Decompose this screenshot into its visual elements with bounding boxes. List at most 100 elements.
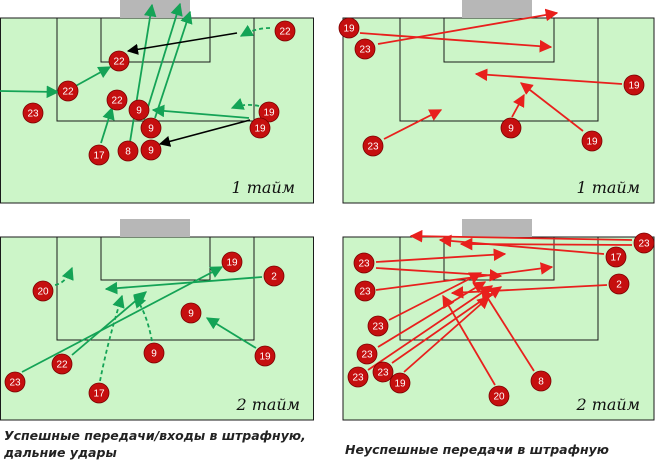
player-circle bbox=[51, 353, 73, 375]
player-marker: 23 bbox=[347, 366, 369, 388]
arrows-bottom-right bbox=[367, 229, 633, 386]
player-circle bbox=[274, 20, 296, 42]
unsuccessful-pass-arrow bbox=[377, 8, 559, 45]
player-number: 19 bbox=[226, 258, 238, 269]
unsuccessful-pass-arrow bbox=[367, 285, 494, 371]
shot-arrow bbox=[126, 32, 238, 55]
unsuccessful-pass-arrow bbox=[375, 248, 507, 263]
caption-line: Успешные передачи/входы в штрафную, bbox=[4, 428, 306, 443]
player-number: 19 bbox=[628, 81, 640, 92]
player-number: 23 bbox=[359, 287, 371, 298]
player-circle bbox=[258, 101, 280, 123]
player-number: 19 bbox=[586, 137, 598, 148]
player-marker: 17 bbox=[88, 144, 110, 166]
player-marker: 23 bbox=[353, 252, 375, 274]
player-circle bbox=[263, 265, 285, 287]
player-marker: 23 bbox=[372, 361, 394, 383]
player-circle bbox=[128, 99, 150, 121]
arrows-top-left bbox=[0, 2, 271, 147]
player-number: 2 bbox=[616, 280, 622, 291]
player-marker: 19 bbox=[258, 101, 280, 123]
player-marker: 23 bbox=[633, 232, 655, 254]
player-marker: 2 bbox=[608, 273, 630, 295]
player-circle bbox=[530, 370, 552, 392]
player-marker: 23 bbox=[354, 38, 376, 60]
player-marker: 2 bbox=[263, 265, 285, 287]
player-number: 23 bbox=[361, 350, 373, 361]
player-marker: 19 bbox=[389, 372, 411, 394]
successful-pass-arrow bbox=[21, 266, 224, 373]
player-circle bbox=[221, 251, 243, 273]
player-circle bbox=[633, 232, 655, 254]
player-marker: 19 bbox=[249, 117, 271, 139]
player-number: 23 bbox=[27, 109, 39, 120]
pitch-area bbox=[0, 236, 314, 421]
half-label: 2 тайм bbox=[235, 395, 300, 414]
player-circle bbox=[117, 140, 139, 162]
player-circle bbox=[367, 315, 389, 337]
arrows-bottom-left bbox=[21, 266, 263, 382]
half-label: 2 тайм bbox=[575, 395, 640, 414]
player-marker: 22 bbox=[51, 353, 73, 375]
successful-pass-arrow bbox=[151, 104, 250, 119]
player-number: 22 bbox=[279, 27, 291, 38]
player-number: 9 bbox=[188, 309, 194, 320]
arrows-top-right bbox=[359, 8, 623, 140]
successful-pass-arrow bbox=[154, 10, 193, 119]
player-marker: 9 bbox=[140, 139, 162, 161]
player-circle bbox=[143, 342, 165, 364]
goal bbox=[462, 219, 532, 237]
player-number: 8 bbox=[125, 147, 131, 158]
unsuccessful-pass-arrow bbox=[481, 287, 535, 372]
player-circle bbox=[372, 361, 394, 383]
player-marker: 19 bbox=[581, 130, 603, 152]
player-number: 9 bbox=[508, 124, 514, 135]
player-number: 22 bbox=[113, 57, 125, 68]
player-number: 23 bbox=[358, 259, 370, 270]
player-circle bbox=[106, 89, 128, 111]
goal bbox=[462, 0, 532, 18]
player-marker: 23 bbox=[354, 280, 376, 302]
successful-pass-arrow bbox=[205, 317, 257, 349]
caption-successful: Успешные передачи/входы в штрафную, даль… bbox=[4, 427, 306, 461]
player-circle bbox=[88, 382, 110, 404]
player-circle bbox=[338, 17, 360, 39]
player-number: 22 bbox=[56, 360, 68, 371]
player-number: 20 bbox=[493, 392, 505, 403]
player-marker: 22 bbox=[274, 20, 296, 42]
player-circle bbox=[88, 144, 110, 166]
dribble-arrow bbox=[99, 294, 125, 382]
player-marker: 19 bbox=[254, 345, 276, 367]
player-marker: 17 bbox=[605, 246, 627, 268]
player-marker: 19 bbox=[623, 74, 645, 96]
player-circle bbox=[4, 371, 26, 393]
player-marker: 17 bbox=[88, 382, 110, 404]
player-circle bbox=[500, 117, 522, 139]
player-marker: 23 bbox=[22, 102, 44, 124]
player-marker: 8 bbox=[117, 140, 139, 162]
successful-pass-arrow bbox=[71, 66, 112, 89]
half-label: 1 тайм bbox=[576, 178, 640, 197]
unsuccessful-pass-arrow bbox=[359, 32, 553, 53]
player-number: 17 bbox=[93, 389, 105, 400]
player-circle bbox=[354, 280, 376, 302]
player-marker: 23 bbox=[4, 371, 26, 393]
player-number: 23 bbox=[359, 45, 371, 56]
player-circle bbox=[347, 366, 369, 388]
unsuccessful-pass-arrow bbox=[388, 272, 483, 321]
player-circle bbox=[623, 74, 645, 96]
unsuccessful-pass-arrow bbox=[375, 262, 554, 291]
successful-pass-arrow bbox=[104, 276, 263, 295]
player-circle bbox=[32, 280, 54, 302]
player-marker: 9 bbox=[143, 342, 165, 364]
player-number: 19 bbox=[394, 379, 406, 390]
player-marker: 9 bbox=[180, 302, 202, 324]
goal bbox=[120, 0, 190, 18]
player-circle bbox=[354, 38, 376, 60]
